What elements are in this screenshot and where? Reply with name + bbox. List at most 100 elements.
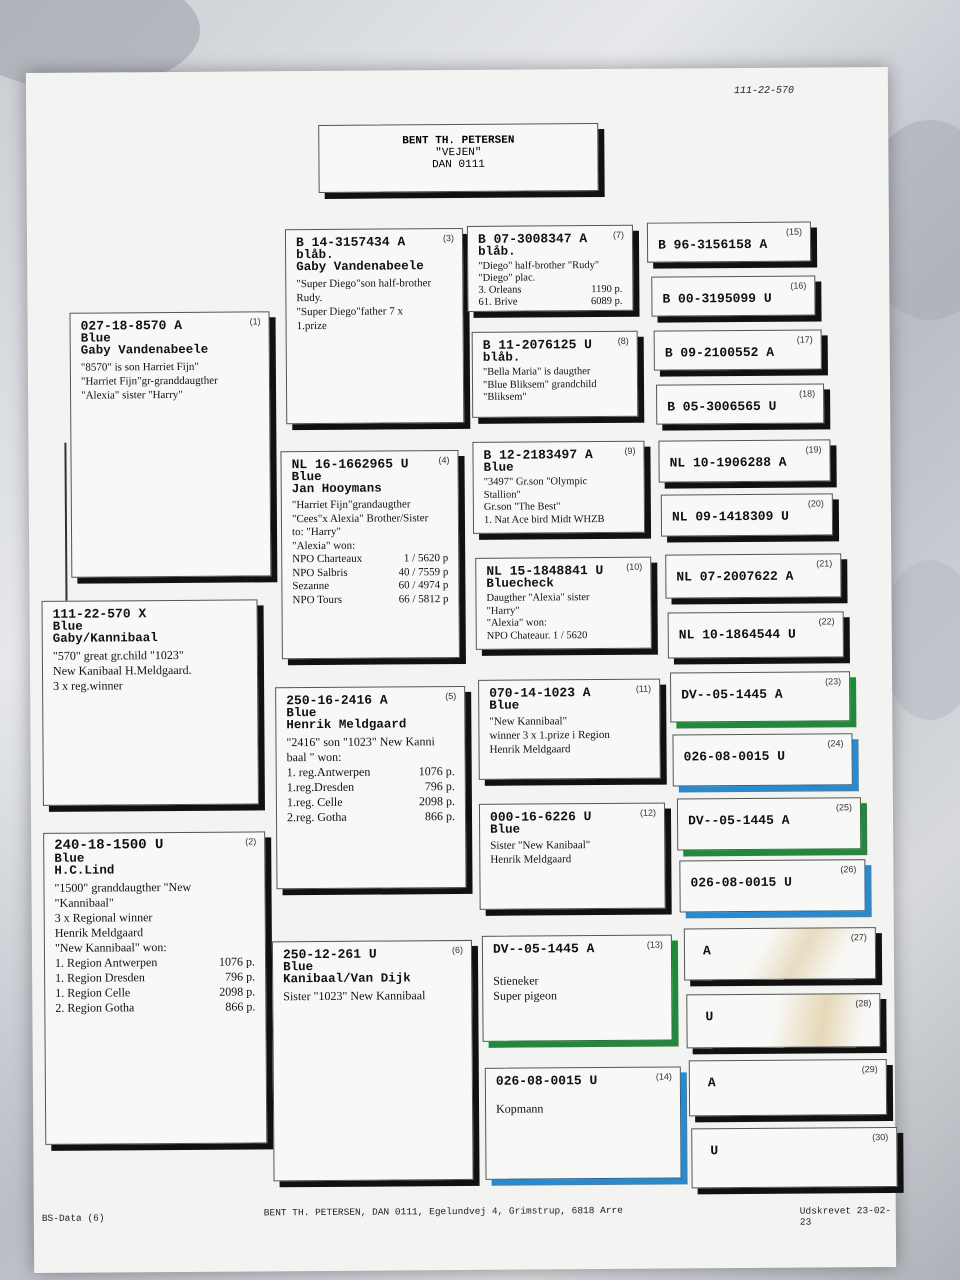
note-line: 1. Nat Ace bird Midt WHZB [483, 513, 605, 526]
ancestor-card-27: (27)A [683, 927, 877, 981]
note-line: "Super Diego"father 7 x [296, 305, 403, 319]
ring-number: DV--05-1445 A [492, 941, 595, 957]
ring-number: 026-08-0015 U [683, 748, 786, 765]
pigeon-notes: "3497" Gr.son "Olympic Stallion" Gr.son … [484, 476, 634, 527]
pigeon-notes: "Harriet Fijn"grandaugther "Cees"x Alexi… [292, 498, 449, 607]
pigeon-color: Blue [489, 698, 520, 713]
note-line: "Alexia" sister "Harry" [81, 388, 183, 402]
note-line: Kopmann [496, 1101, 544, 1116]
ring-number: B 05-3006565 U [667, 398, 777, 415]
dam-card: (2) 240-18-1500 U Blue H.C.Lind "1500" g… [43, 831, 268, 1145]
grandparent-card-4: (4) NL 16-1662965 U Blue Jan Hooymans "H… [280, 450, 460, 660]
pigeon-color: Bluecheck [486, 576, 554, 591]
ring-number: B 09-2100552 A [664, 344, 775, 361]
ancestor-card-25: (25)DV--05-1445 A [676, 797, 862, 851]
note-line: "Bella Maria" is daugther [482, 366, 591, 378]
pigeon-name: Kanibaal/Van Dijk [283, 971, 411, 987]
ring-number: NL 07-2007622 A [676, 568, 794, 585]
pigeon-notes: Daugther "Alexia" sister "Harry" "Alexia… [486, 592, 640, 643]
ancestor-card-9: (9) B 12-2183497 A Blue "3497" Gr.son "O… [472, 440, 646, 534]
note-line: winner 3 x 1.prize i Region [489, 728, 610, 742]
ring-number: B 00-3195099 U [662, 290, 772, 307]
pigeon-notes: "Bella Maria" is daugther "Blue Bliksem"… [483, 366, 627, 405]
ring-number: DV--05-1445 A [688, 812, 790, 829]
note-line: Henrik Meldgaard [489, 743, 571, 756]
note-line: "1500" granddaugther "New [54, 879, 192, 895]
pigeon-color: blåb. [478, 244, 516, 259]
pigeon-notes: Kopmann [496, 1101, 670, 1117]
pigeon-notes: Sister "1023" New Kannibaal [283, 988, 461, 1004]
note-line: "Alexia" won: [292, 539, 356, 552]
note-line: "8570" is son Harriet Fijn" [80, 360, 199, 374]
note-line: Rudy. [296, 291, 323, 305]
ancestor-card-19: (19)NL 10-1906288 A [658, 439, 831, 483]
position-number: (8) [617, 335, 629, 346]
position-number: (7) [612, 229, 625, 240]
pigeon-name: Gaby/Kannibaal [52, 631, 158, 646]
position-number: (6) [451, 944, 463, 956]
position-number: (13) [646, 939, 663, 950]
ancestor-card-21: (21)NL 07-2007622 A [665, 553, 842, 599]
ancestor-card-24: (24)026-08-0015 U [672, 733, 853, 787]
ancestor-card-29: (29)A [688, 1059, 888, 1117]
note-line: "Bliksem" [483, 391, 527, 403]
owner-header: BENT TH. PETERSEN "VEJEN" DAN 0111 [318, 123, 599, 193]
pigeon-color: Blue [490, 822, 521, 837]
note-line: "Kannibaal" [54, 895, 114, 910]
position-number: (2) [245, 836, 257, 847]
pigeon-notes: "2416" son "1023" New Kanni baal " won: … [286, 734, 455, 825]
note-line: "3497" Gr.son "Olympic [483, 476, 588, 488]
note-line: New Kanibaal H.Meldgaard. [52, 662, 192, 678]
pigeon-notes: "1500" granddaugther "New "Kannibaal" 3 … [54, 879, 255, 1015]
position-number: (14) [655, 1071, 672, 1082]
footer-software: BS-Data (6) [41, 1212, 105, 1224]
note-line: to: "Harry" [291, 525, 342, 539]
sire-card: (1) 027-18-8570 A Blue Gaby Vandenabeele… [69, 311, 272, 578]
ancestor-card-17: (17)B 09-2100552 A [653, 329, 822, 371]
background-flower [880, 560, 960, 720]
ring-number: DV--05-1445 A [681, 686, 783, 703]
note-line: "Harriet Fijn"gr-granddaugther [80, 374, 218, 388]
position-number: (4) [438, 455, 450, 466]
note-line: Stieneker [493, 973, 539, 988]
pigeon-notes: "Super Diego"son half-brother Rudy. "Sup… [296, 276, 452, 333]
note-line: "New Kannibaal" [489, 715, 568, 728]
pedigree-sheet: 111-22-570 BENT TH. PETERSEN "VEJEN" DAN… [25, 67, 898, 1273]
note-line: 3 x reg.winner [53, 678, 123, 693]
pigeon-notes: "570" great gr.child "1023" New Kanibaal… [53, 647, 247, 693]
grandparent-card-5: (5) 250-16-2416 A Blue Henrik Meldgaard … [275, 685, 467, 890]
position-number: (9) [624, 445, 636, 456]
ancestor-card-15: (15)B 96-3156158 A [646, 221, 812, 263]
note-line: "Cees"x Alexia" Brother/Sister [291, 511, 429, 525]
note-line: "Alexia" won: [486, 617, 547, 629]
ancestor-card-11: (11) 070-14-1023 A Blue "New Kannibaal" … [478, 678, 661, 780]
ring-number: A [702, 943, 711, 959]
ancestor-card-30: (30)U [691, 1126, 898, 1189]
ancestor-card-7: (7) B 07-3008347 A blåb. "Diego" half-br… [466, 224, 634, 312]
ring-number: NL 09-1418309 U [671, 508, 790, 525]
note-line: Daugther "Alexia" sister [486, 592, 590, 604]
footer-print-date: Udskrevet 23-02-23 [799, 1205, 892, 1228]
pigeon-notes: Stieneker Super pigeon [493, 973, 661, 1004]
ancestor-card-23: (23)DV--05-1445 A [670, 671, 851, 723]
pigeon-name: Gaby Vandenabeele [80, 342, 209, 358]
ancestor-card-14: (14) 026-08-0015 U Kopmann [484, 1066, 682, 1180]
pigeon-notes: "New Kannibaal" winner 3 x 1.prize i Reg… [489, 714, 649, 757]
ring-number: 026-08-0015 U [690, 874, 792, 891]
note-line: "Blue Bliksem" grandchild [482, 378, 597, 391]
note-line: "Diego" half-brother "Rudy" [478, 260, 600, 272]
main-pigeon-card: 111-22-570 X Blue Gaby/Kannibaal "570" g… [41, 599, 259, 806]
note-line: 3 x Regional winner [54, 910, 153, 925]
pigeon-name: Gaby Vandenabeele [296, 259, 424, 275]
position-number: (11) [635, 683, 652, 694]
ring-number: U [710, 1143, 719, 1159]
